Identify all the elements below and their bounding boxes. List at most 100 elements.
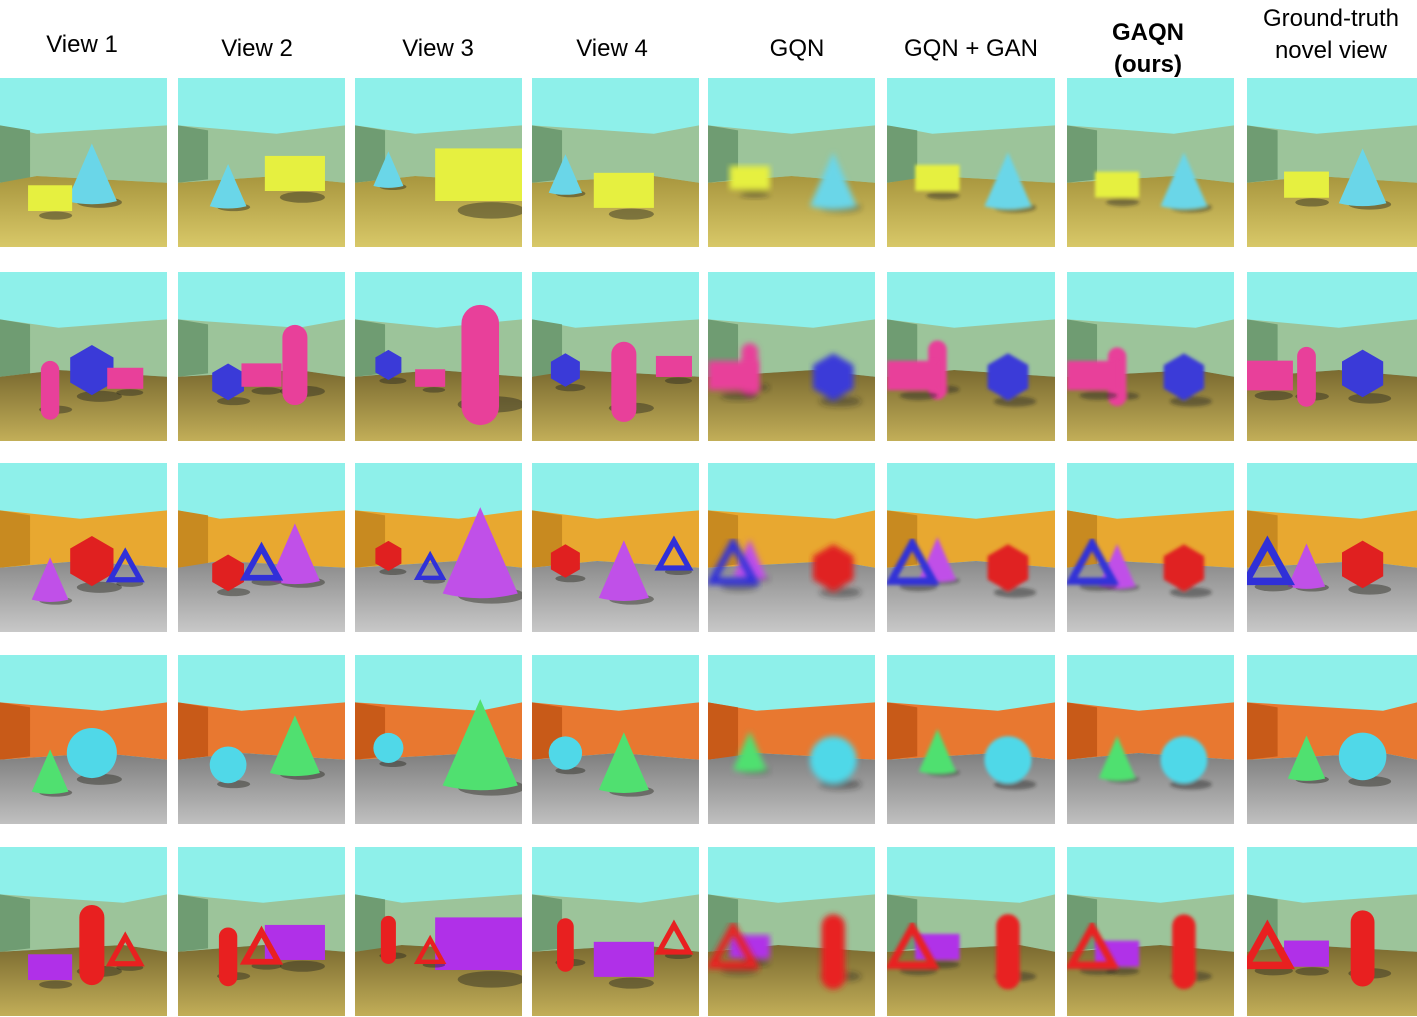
scene-object-capsule <box>379 915 407 964</box>
scene-object-triangle-ring <box>654 535 694 576</box>
scene-image <box>708 655 875 824</box>
scene-image <box>178 78 345 247</box>
wall-shade <box>178 510 209 568</box>
scene-object-cone <box>31 749 73 797</box>
floor <box>178 561 345 632</box>
scene-object-sphere <box>548 736 586 775</box>
scene-image <box>708 78 875 247</box>
scene-object-icosahedron <box>550 544 586 583</box>
scene-object-sphere <box>66 727 122 785</box>
scene-object-icosahedron <box>1163 544 1212 598</box>
scene-object-sphere <box>1160 736 1212 790</box>
scene-object-icosahedron <box>70 345 122 402</box>
wall-shade <box>887 702 918 760</box>
scene-image <box>355 847 522 1016</box>
scene-object-cone <box>1338 148 1392 210</box>
column-header: View 2 <box>221 35 293 62</box>
floor <box>1247 753 1417 824</box>
column-header: View 3 <box>402 35 474 62</box>
wall-shade <box>355 894 386 952</box>
scene-object-capsule <box>76 904 122 986</box>
scene-image <box>1067 847 1234 1016</box>
floor <box>1247 945 1417 1016</box>
scene-object-icosahedron <box>212 554 251 597</box>
floor <box>1067 753 1234 824</box>
scene-object-icosahedron <box>375 540 407 576</box>
scene-object-icosahedron <box>1342 540 1392 595</box>
scene-object-icosahedron <box>813 544 862 598</box>
wall-shade <box>0 319 31 377</box>
wall-shade <box>178 319 209 377</box>
scene-object-box <box>241 363 282 395</box>
wall-shade <box>0 894 31 952</box>
floor <box>1067 176 1234 247</box>
wall-shade <box>1067 702 1098 760</box>
scene-object-cone <box>442 507 522 604</box>
scene-object-box <box>729 166 770 198</box>
scene-object-sphere <box>373 732 407 768</box>
scene-object-cone <box>1287 735 1329 784</box>
scene-object-triangle-ring <box>1067 920 1120 975</box>
scene-object-triangle-ring <box>1067 536 1120 591</box>
scene-image <box>0 272 167 441</box>
scene-image <box>708 847 875 1016</box>
floor <box>1247 561 1417 632</box>
scene-image <box>532 272 699 441</box>
scene-object-cone <box>269 523 325 588</box>
wall <box>0 125 167 183</box>
scene-image <box>0 463 167 632</box>
floor <box>1067 561 1234 632</box>
scene-object-triangle-ring <box>654 919 694 960</box>
scene-object-capsule <box>993 914 1037 990</box>
scene-object-cone <box>598 540 654 605</box>
scene-object-icosahedron <box>1163 353 1212 407</box>
wall <box>1067 125 1234 183</box>
scene-image <box>355 272 522 441</box>
scene-object-cone <box>1098 735 1140 784</box>
scene-object-icosahedron <box>813 353 862 407</box>
wall-shade <box>178 702 209 760</box>
scene-object-box <box>593 941 654 989</box>
floor <box>887 945 1055 1016</box>
scene-object-icosahedron <box>550 353 586 392</box>
scene-object-box <box>1095 171 1140 207</box>
scene-object-icosahedron <box>987 544 1037 598</box>
scene-object-box <box>435 917 522 988</box>
scene-image <box>1067 78 1234 247</box>
scene-object-capsule <box>217 927 251 987</box>
scene-object-cone <box>209 163 251 212</box>
wall-shade <box>0 702 31 760</box>
scene-object-box <box>28 954 73 989</box>
scene-object-box <box>593 172 654 220</box>
scene-object-box <box>915 164 960 200</box>
column-header: GQN + GAN <box>903 35 1039 62</box>
scene-object-sphere <box>1338 732 1392 787</box>
scene-image <box>887 655 1055 824</box>
scene-object-sphere <box>809 736 862 790</box>
wall-shade <box>0 125 31 183</box>
scene-object-box <box>887 360 938 401</box>
scene-image <box>1247 655 1417 824</box>
scene-object-cone <box>984 152 1037 213</box>
scene-image <box>1247 272 1417 441</box>
scene-object-cone <box>733 731 770 775</box>
floor <box>1247 176 1417 247</box>
scene-object-capsule <box>39 360 73 420</box>
wall <box>1247 125 1417 183</box>
scene-image <box>708 463 875 632</box>
scene-object-sphere <box>209 746 251 789</box>
scene-object-box <box>1247 360 1293 401</box>
scene-image <box>1247 78 1417 247</box>
scene-image <box>355 78 522 247</box>
wall <box>0 319 167 377</box>
scene-object-box <box>1284 940 1329 976</box>
wall-shade <box>532 125 563 183</box>
wall-shade <box>178 894 209 952</box>
scene-image <box>178 272 345 441</box>
scene-object-cone <box>66 143 122 208</box>
scene-object-capsule <box>1348 910 1392 987</box>
scene-image <box>887 847 1055 1016</box>
scene-object-icosahedron <box>70 536 122 593</box>
scene-image <box>532 78 699 247</box>
scene-object-cone <box>31 557 73 605</box>
